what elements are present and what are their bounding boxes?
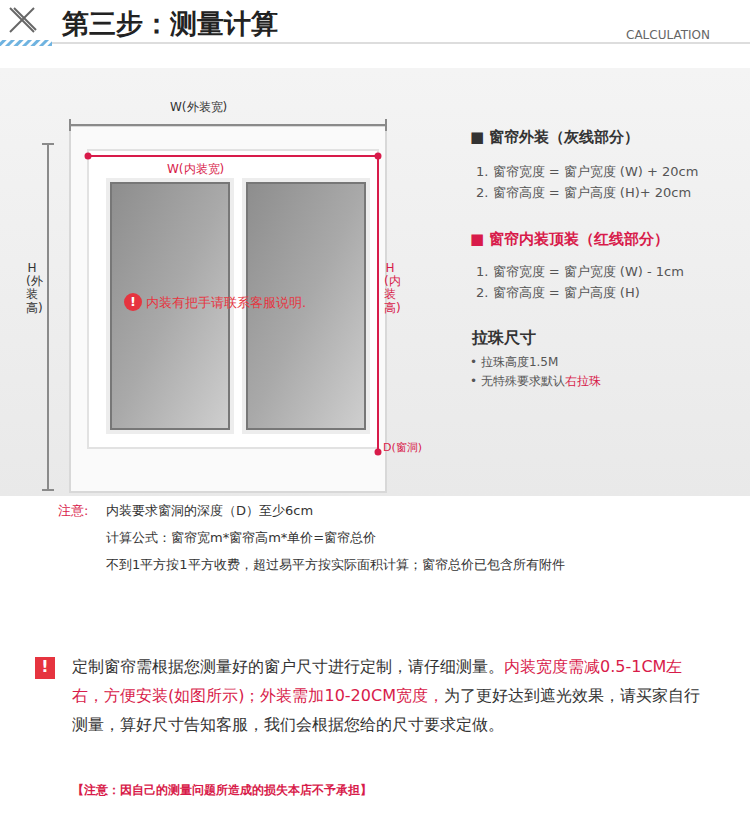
dimension-label: D(窗洞) [383, 440, 422, 455]
formula-line: 1. 窗帘宽度 = 窗户宽度 (W) + 20cm [476, 163, 698, 181]
dimension-label: W(内装宽) [164, 161, 227, 178]
notice-highlight: 外装需加10-20CM宽度， [260, 686, 443, 705]
window-frame [70, 126, 386, 492]
window-sash [88, 150, 378, 448]
section-heading: ■ 窗帘内装顶装（红线部分） [470, 230, 669, 249]
text-group: • 无特殊要求默认右拉珠 [470, 372, 740, 390]
formula-line: 计算公式：窗帘宽m*窗帘高m*单价=窗帘总价 [106, 529, 376, 547]
formula-line: 2. 窗帘高度 = 窗户高度 (H)+ 20cm [476, 184, 691, 202]
warning-circle [124, 293, 142, 311]
dimension-label: W(外装宽) [170, 99, 227, 116]
warning-note: 内装有把手请联系客服说明. [146, 294, 306, 312]
header-stripe [0, 40, 52, 46]
section-heading: ■ 窗帘外装（灰线部分） [470, 128, 639, 147]
notice-mark: ! [35, 657, 55, 676]
page-title: 第三步：测量计算 [62, 6, 278, 42]
outer-dimension [42, 119, 386, 490]
subtitle: CALCULATION [626, 28, 710, 42]
formula-line: 2. 窗帘高度 = 窗户高度 (H) [476, 284, 640, 302]
note-line: 内装要求窗洞的深度（D）至少6cm [106, 502, 313, 520]
formula-line: 1. 窗帘宽度 = 窗户宽度 (W) - 1cm [476, 263, 684, 281]
note-line: • 无特殊要求默认 [470, 374, 565, 388]
section-heading: 拉珠尺寸 [472, 328, 536, 349]
header-rule [52, 43, 750, 44]
disclaimer: 【注意：因自己的测量问题所造成的损失本店不予承担】 [72, 782, 372, 799]
dimension-label: H(外装高) [26, 262, 38, 315]
inner-dimension [86, 154, 381, 455]
notice-text: 定制窗帘需根据您测量好的窗户尺寸进行定制，请仔细测量。 [72, 657, 504, 676]
note-highlight: 右拉珠 [565, 374, 601, 388]
text-group: 定制窗帘需根据您测量好的窗户尺寸进行定制，请仔细测量。内装宽度需减0.5-1CM… [72, 652, 712, 739]
note-label: 注意: [58, 502, 88, 520]
header-icon [10, 8, 36, 32]
notice-icon [35, 657, 55, 679]
panel [0, 68, 750, 496]
dimension-label: H(内装高) [384, 262, 396, 315]
note-line: 不到1平方按1平方收费，超过易平方按实际面积计算；窗帘总价已包含所有附件 [106, 556, 565, 574]
note-line: • 拉珠高度1.5M [470, 354, 558, 371]
warning-mark: ! [124, 294, 142, 309]
